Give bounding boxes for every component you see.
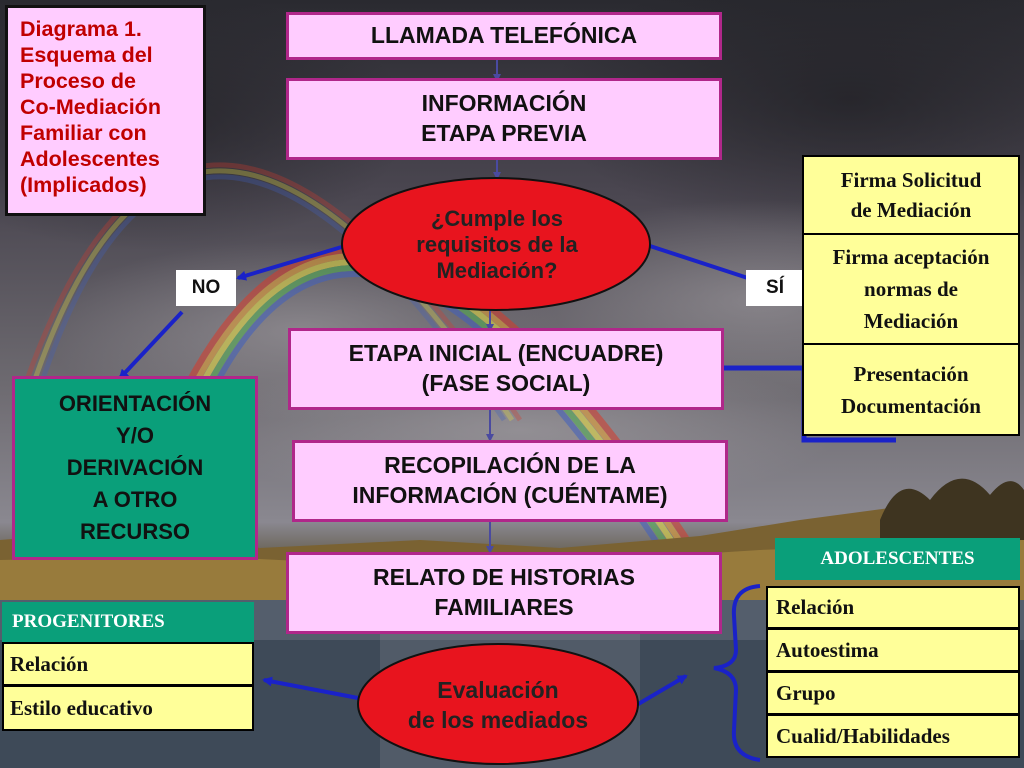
step-recopilacion-line1: RECOPILACIÓN DE LA: [384, 452, 636, 479]
step-recopilacion: RECOPILACIÓN DE LA INFORMACIÓN (CUÉNTAME…: [292, 440, 728, 522]
step-llamada-label: LLAMADA TELEFÓNICA: [370, 22, 638, 49]
adolescentes-item-text: Grupo: [776, 680, 836, 705]
progenitores-header: PROGENITORES: [2, 602, 254, 642]
step-informacion: INFORMACIÓN ETAPA PREVIA: [286, 78, 722, 160]
progenitores-item: Relación: [2, 642, 254, 686]
decision-line2: requisitos de la: [416, 232, 578, 257]
step-relato-line2: FAMILIARES: [434, 594, 574, 620]
doc-presentacion: Presentación Documentación: [804, 345, 1018, 434]
adolescentes-item-text: Autoestima: [776, 637, 879, 662]
title-line: Esquema del: [20, 43, 153, 67]
orientacion-line: RECURSO: [79, 519, 190, 544]
step-relato: RELATO DE HISTORIAS FAMILIARES: [286, 552, 722, 634]
adolescentes-item: Autoestima: [766, 628, 1020, 672]
progenitores-item-text: Relación: [10, 651, 89, 676]
adolescentes-item: Cualid/Habilidades: [766, 714, 1020, 758]
requisitos-docs-table: Firma Solicitud de Mediación Firma acept…: [802, 155, 1020, 436]
title-line: Adolescentes: [20, 147, 160, 171]
arrow-no-orientacion: [118, 310, 184, 380]
decision-line3: Mediación?: [436, 258, 558, 283]
orientacion-line: A OTRO: [92, 487, 178, 512]
step-inicial-line2: (FASE SOCIAL): [421, 370, 591, 396]
title-line: Familiar con: [20, 121, 147, 145]
adolescentes-header-text: ADOLESCENTES: [820, 548, 975, 569]
doc-firma-solicitud: Firma Solicitud de Mediación: [804, 157, 1018, 235]
title-line: Diagrama 1.: [20, 17, 142, 41]
adolescentes-item-text: Relación: [776, 595, 855, 619]
branch-si-text: SÍ: [766, 277, 784, 298]
progenitores-item: Estilo educativo: [2, 685, 254, 731]
progenitores-item-text: Estilo educativo: [10, 695, 153, 720]
evaluacion-line1: Evaluación: [437, 677, 559, 703]
step-inicial-line1: ETAPA INICIAL (ENCUADRE): [348, 340, 664, 367]
branch-si-label: SÍ: [746, 270, 804, 306]
orientacion-line: Y/O: [116, 423, 154, 448]
adolescentes-item: Relación: [766, 586, 1020, 629]
progenitores-header-text: PROGENITORES: [12, 611, 165, 632]
evaluacion-line2: de los mediados: [407, 707, 589, 733]
doc-line: normas de: [864, 277, 958, 301]
evaluacion-mediados: Evaluación de los mediados: [370, 672, 626, 738]
title-line: Co-Mediación: [20, 95, 161, 119]
arrow-eval-adolescentes: [626, 674, 688, 712]
orientacion-line: DERIVACIÓN: [66, 455, 204, 480]
doc-line: Mediación: [863, 309, 959, 333]
adolescentes-item: Grupo: [766, 671, 1020, 715]
orientacion-derivacion-box: ORIENTACIÓN Y/O DERIVACIÓN A OTRO RECURS…: [12, 376, 258, 560]
doc-firma-aceptacion: Firma aceptación normas de Mediación: [804, 235, 1018, 345]
arrow-cumple-si: [649, 244, 762, 285]
doc-line: Firma aceptación: [832, 245, 990, 269]
title-line: Proceso de: [20, 69, 136, 93]
step-recopilacion-line2: INFORMACIÓN (CUÉNTAME): [352, 482, 668, 508]
brace-adolescentes: [713, 584, 761, 762]
adolescentes-header: ADOLESCENTES: [775, 538, 1020, 580]
arrow-cumple-no: [236, 244, 346, 281]
step-informacion-line1: INFORMACIÓN: [421, 90, 587, 117]
arrow-eval-progenitores: [262, 676, 359, 700]
branch-no-text: NO: [191, 277, 221, 298]
diagram-title: Diagrama 1. Esquema del Proceso de Co-Me…: [5, 5, 206, 216]
doc-line: Documentación: [841, 393, 981, 418]
step-informacion-line2: ETAPA PREVIA: [421, 120, 587, 146]
decision-cumple-requisitos: ¿Cumple los requisitos de la Mediación?: [360, 200, 634, 290]
step-relato-line1: RELATO DE HISTORIAS: [373, 564, 635, 591]
title-line: (Implicados): [20, 173, 147, 197]
step-etapa-inicial: ETAPA INICIAL (ENCUADRE) (FASE SOCIAL): [288, 328, 724, 410]
decision-line1: ¿Cumple los: [430, 206, 563, 231]
adolescentes-item-text: Cualid/Habilidades: [776, 723, 950, 748]
branch-no-label: NO: [176, 270, 236, 306]
doc-line: de Mediación: [850, 198, 972, 222]
step-llamada: LLAMADA TELEFÓNICA: [286, 12, 722, 60]
orientacion-line: ORIENTACIÓN: [58, 391, 212, 416]
doc-line: Presentación: [853, 361, 969, 386]
doc-line: Firma Solicitud: [840, 168, 982, 192]
